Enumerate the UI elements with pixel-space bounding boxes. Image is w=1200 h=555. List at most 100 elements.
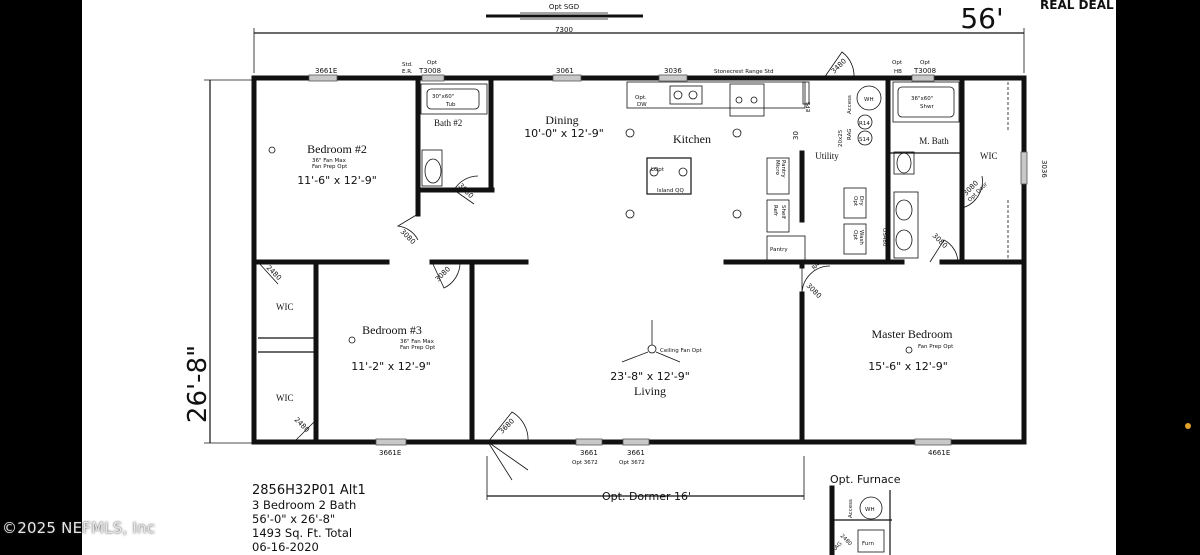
bath2-tub: Tub [445,102,456,108]
plan-labels: 3661E Std. E.R. Opt T3008 3061 3036 Ston… [252,57,1048,554]
rag-label: RAG [847,128,853,140]
window-3036-right [1020,151,1028,185]
living-name: Living [634,384,666,398]
bedroom2-name: Bedroom #2 [307,142,367,156]
lopt-label: LOpt [651,167,665,173]
furnace-wh: WH [865,507,875,513]
square-feet: 1493 Sq. Ft. Total [252,526,352,540]
master-door: 3080 [805,282,823,300]
opt-wash2: Wash [858,230,864,245]
interior-walls [251,77,1027,445]
window-3661e-top [308,74,338,82]
bath2-tub-size: 30"x60" [432,94,454,100]
s14-label: S14 [859,137,870,143]
label-std: Std. [402,62,413,68]
dormer-label: Opt. Dormer 16' [602,490,691,503]
label-opt-a: Opt [427,60,438,66]
opt-dw: Opt. [635,95,647,101]
r14-label: R14 [859,121,870,127]
bedroom3-fan: 36" Fan Max [400,339,435,345]
width-label: 56' [960,2,1003,35]
label-3661e-top: 3661E [315,67,337,75]
window-t3008-c [911,74,935,82]
opt-sgd-symbol: Opt SGD [486,3,643,20]
plan-date: 06-16-2020 [252,540,319,554]
label-t3008-a: T3008 [418,67,441,75]
bath2-name: Bath #2 [434,118,462,128]
wic-master: WIC [980,151,998,161]
label-t3008-c: T3008 [913,67,936,75]
bedroom2-fan2: Fan Prep Opt [312,164,348,170]
label-20x25: 20x25 [838,129,844,147]
depth-dimension: 26'-8" [183,79,252,444]
opt-sgd-label: Opt SGD [549,3,579,11]
pantry2-label: Pantry [780,160,786,178]
bedroom3-name: Bedroom #3 [362,323,422,337]
width-dimension: 7300 56' REAL DEAL [253,0,1114,73]
label-4661e: 4661E [928,449,950,457]
label-3661-a: 3661 [580,449,598,457]
label-door-3480: 3480 [830,57,848,75]
windows [308,74,1028,446]
label-er: E.R. [402,69,413,75]
opt-dw2: DW [637,102,647,108]
furnace-access: Access [848,499,854,518]
window-3661-b [622,438,650,446]
wic1-label: WIC [276,302,294,312]
label-hb: HB [894,69,902,75]
label-3036-top: 3036 [664,67,682,75]
label-3672-a: Opt 3672 [572,460,598,466]
mbath-name: M. Bath [919,136,949,146]
label-opt-hb: Opt [892,60,903,66]
living-fan: Ceiling Fan Opt [660,348,703,354]
opt-dry2: Dry [858,196,864,206]
dormer-dimension [486,456,805,500]
bed2-door: 3080 [399,228,417,246]
bed3-door: 3080 [434,265,452,283]
refr-label: Refr [772,205,778,217]
label-opt-c: Opt [920,60,931,66]
label-range: Stonecrest Range Std [714,69,774,75]
floor-plan-sheet: Opt SGD 7300 56' REAL DEAL 26'-8" [82,0,1116,555]
micro-label: Micro [774,160,780,175]
shower-size: 36"x60" [911,96,933,102]
kitchen-name: Kitchen [673,132,711,146]
furnace-title: Opt. Furnace [830,473,901,486]
eps-label: EPS [806,101,812,112]
window-3061 [552,74,582,82]
master-name: Master Bedroom [872,327,954,341]
master-fan: Fan Prep Opt [918,344,954,350]
utility-fixtures [843,81,1009,259]
master-size: 15'-6" x 12'-9" [868,360,948,373]
bath2-fixtures [420,83,488,187]
bedroom2-fan: 36" Fan Max [312,158,347,164]
wic2-label: WIC [276,393,294,403]
bedroom2-size: 11'-6" x 12'-9" [297,174,377,187]
window-3036-top [658,74,688,82]
window-3661e-bottom [375,438,407,446]
shelf-label: Shelf [780,205,786,220]
copyright-watermark: ©2025 NEFMLS, Inc [2,519,156,537]
os480-label: OS480 [881,228,887,247]
opt-dry: Opt [852,196,858,207]
floor-plan-drawing: Opt SGD 7300 56' REAL DEAL 26'-8" [183,0,1114,555]
real-deal-note: REAL DEAL [1040,0,1114,12]
access-label: Access [847,95,853,114]
window-4661e [914,438,952,446]
opt-furnace-inset [829,485,892,555]
opt-wash: Opt [852,230,858,241]
window-t3008-a [421,74,445,82]
model-number: 2856H32P01 Alt1 [252,483,366,498]
pantry-label: Pantry [770,247,788,253]
beds-baths: 3 Bedroom 2 Bath [252,498,356,512]
wic2-door: 2480 [293,416,311,434]
living-size: 23'-8" x 12'-9" [610,370,690,383]
door-swings [257,51,983,481]
utility-name: Utility [815,151,839,161]
shower-label: Shwr [920,104,934,110]
label-3661-b: 3661 [627,449,645,457]
label-3672-b: Opt 3672 [619,460,645,466]
label-3680: 3680 [498,417,516,435]
bedroom3-fan2: Fan Prep Opt [400,345,436,351]
ceiling-fan-symbol [268,146,913,363]
